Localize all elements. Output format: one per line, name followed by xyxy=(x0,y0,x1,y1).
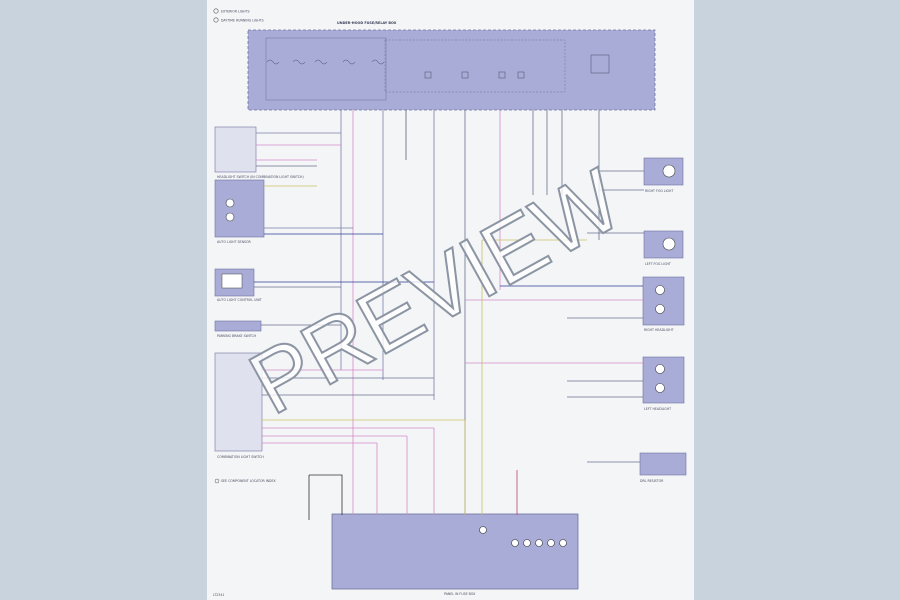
bottom-module-caption: PANEL IN FUSE BOX xyxy=(444,592,476,596)
fuse-box-title: UNDER-HOOD FUSE/RELAY BOX xyxy=(337,21,397,25)
left-components: HEADLIGHT SWITCH (IN COMBINATION LIGHT S… xyxy=(214,126,304,484)
right-block-3-label: RIGHT HEADLIGHT xyxy=(644,328,674,332)
wires xyxy=(254,110,644,520)
legend-label-1: EXTERIOR LIGHTS xyxy=(221,10,250,14)
wiring-diagram-sheet: EXTERIOR LIGHTS DAYTIME RUNNING LIGHTS U… xyxy=(207,0,694,600)
legend-label-2: DAYTIME RUNNING LIGHTS xyxy=(221,19,264,23)
wiring-diagram: EXTERIOR LIGHTS DAYTIME RUNNING LIGHTS U… xyxy=(213,8,687,597)
right-block-1-label: RIGHT FOG LIGHT xyxy=(645,189,673,193)
left-block-lower-label: COMBINATION LIGHT SWITCH xyxy=(217,455,264,459)
left-block-upper-label: HEADLIGHT SWITCH (IN COMBINATION LIGHT S… xyxy=(217,175,304,179)
diagram-id: LT2341 xyxy=(213,593,224,597)
right-block-2-label: LEFT FOG LIGHT xyxy=(645,262,671,266)
bottom-module: PANEL IN FUSE BOX LT2341 xyxy=(213,513,579,597)
right-components: RIGHT FOG LIGHT LEFT FOG LIGHT RIGHT HEA… xyxy=(639,157,687,483)
legend: EXTERIOR LIGHTS DAYTIME RUNNING LIGHTS xyxy=(213,8,264,23)
connector-note: SEE COMPONENT LOCATOR INDEX xyxy=(221,479,277,483)
right-block-4-label: LEFT HEADLIGHT xyxy=(644,407,671,411)
right-block-5-label: DRL RESISTOR xyxy=(640,479,664,483)
left-block-small-label: PARKING BRAKE SWITCH xyxy=(217,334,257,338)
left-block-mid2-label: AUTO LIGHT CONTROL UNIT xyxy=(217,298,262,302)
fuse-relay-box: UNDER-HOOD FUSE/RELAY BOX xyxy=(247,21,656,111)
left-block-mid1-label: AUTO LIGHT SENSOR xyxy=(217,240,251,244)
